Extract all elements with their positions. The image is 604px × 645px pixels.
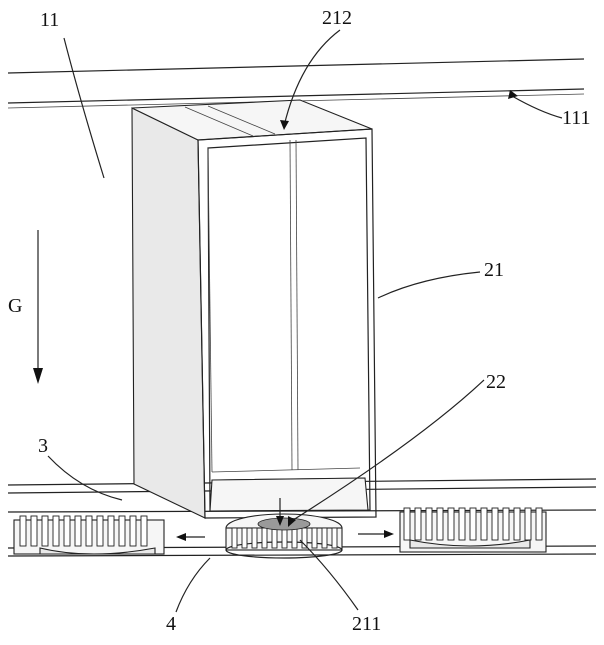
label-G: G [8, 295, 22, 317]
rack-base [13, 507, 547, 555]
rack-tooth [231, 527, 238, 549]
rack-tooth [403, 507, 411, 541]
rack-tooth [447, 507, 455, 541]
rack-tooth [281, 527, 288, 549]
label-111: 111 [562, 107, 591, 129]
rotor-teeth [231, 527, 338, 549]
rack-tooth [19, 515, 27, 547]
rack-teeth-left [19, 515, 148, 547]
rack-tooth [241, 527, 248, 549]
reference-labels: 11 212 111 21 G 22 3 4 211 [8, 7, 591, 635]
label-3: 3 [38, 435, 48, 457]
rack-tooth [311, 527, 318, 549]
label-211: 211 [352, 613, 381, 635]
housing-21 [131, 99, 377, 519]
rack-tooth [107, 515, 115, 547]
rack-tooth [261, 527, 268, 549]
rack-tooth [524, 507, 532, 541]
rack-tooth [140, 515, 148, 547]
rack-tooth [129, 515, 137, 547]
label-4: 4 [166, 613, 176, 635]
rack-tooth [491, 507, 499, 541]
gravity-arrow [33, 230, 43, 384]
flow-arrows [176, 498, 394, 541]
rack-teeth-right [403, 507, 543, 541]
rack-tooth [52, 515, 60, 547]
rack-tooth [480, 507, 488, 541]
rack-tooth [321, 527, 328, 549]
rack-tooth [271, 527, 278, 549]
label-21: 21 [484, 259, 504, 281]
rack-tooth [436, 507, 444, 541]
rack-tooth [469, 507, 477, 541]
leader-lines [47, 29, 563, 613]
rack-tooth [535, 507, 543, 541]
rack-tooth [85, 515, 93, 547]
rotor-22 [225, 513, 343, 559]
label-212: 212 [322, 7, 352, 29]
rack-tooth [30, 515, 38, 547]
rack-tooth [74, 515, 82, 547]
rack-tooth [41, 515, 49, 547]
rack-tooth [513, 507, 521, 541]
rack-tooth [63, 515, 71, 547]
rack-tooth [458, 507, 466, 541]
rack-tooth [118, 515, 126, 547]
rack-tooth [502, 507, 510, 541]
label-11: 11 [40, 9, 59, 31]
label-22: 22 [486, 371, 506, 393]
rack-tooth [251, 527, 258, 549]
rack-tooth [96, 515, 104, 547]
rack-tooth [414, 507, 422, 541]
rack-tooth [425, 507, 433, 541]
rack-tooth [331, 527, 338, 549]
rack-tooth [291, 527, 298, 549]
